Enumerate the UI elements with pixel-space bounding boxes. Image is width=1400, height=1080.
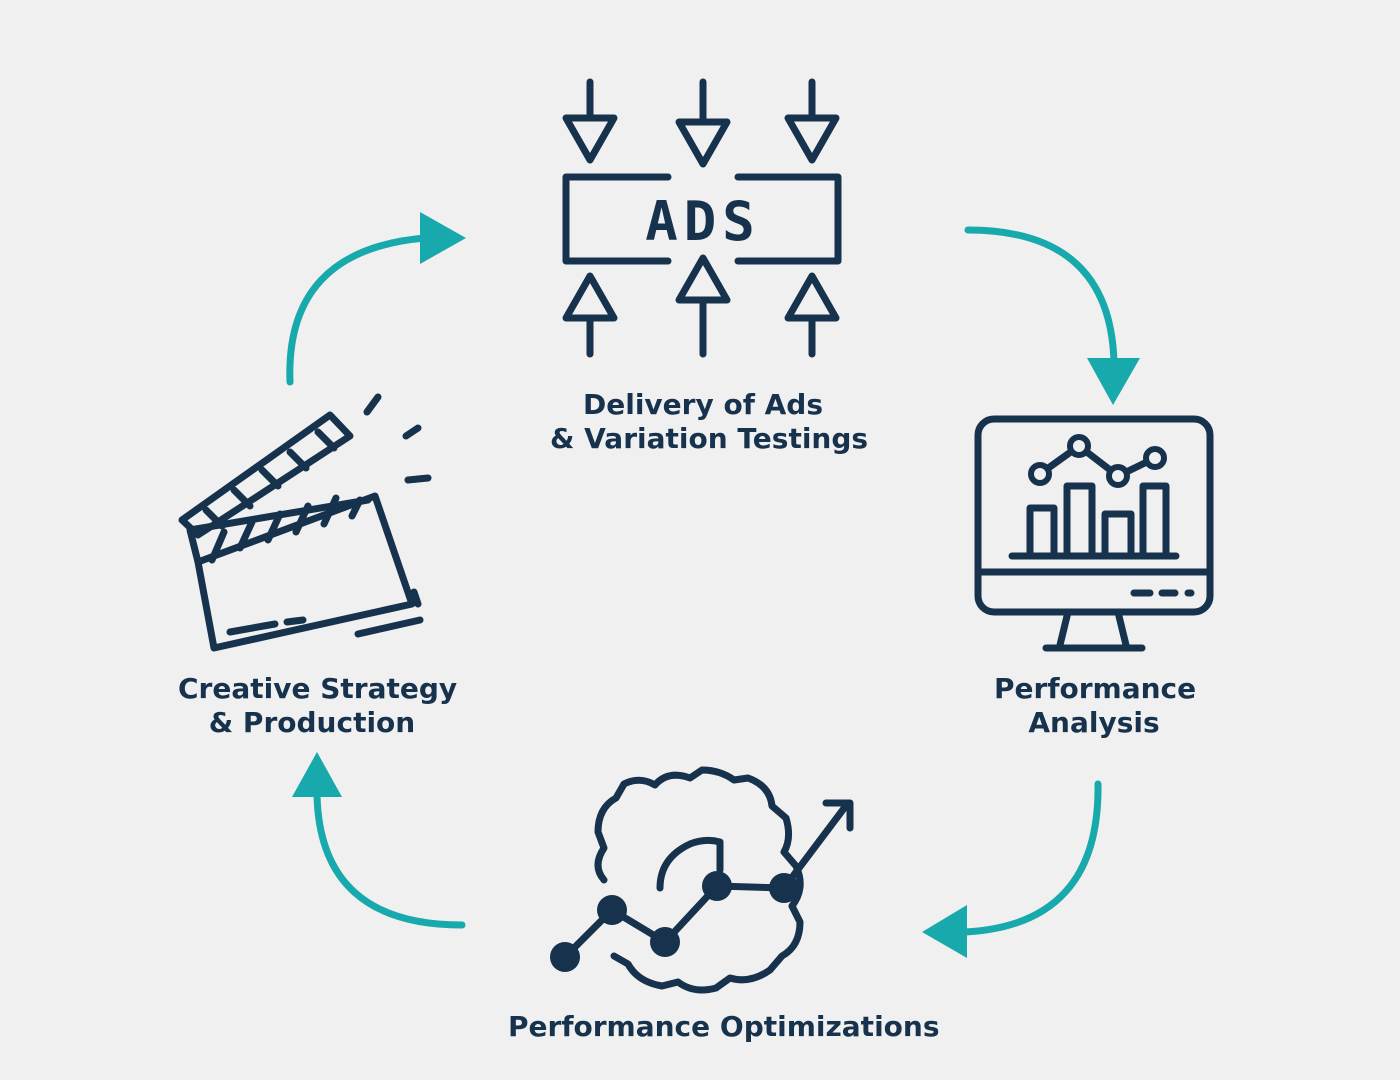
creative-label-line1: Creative Strategy bbox=[178, 672, 458, 705]
arrow-delivery-to-analysis bbox=[964, 226, 1140, 405]
creative-label: Creative Strategy & Production bbox=[178, 672, 458, 740]
optimization-label: Performance Optimizations bbox=[508, 1010, 940, 1044]
monitor-chart-icon bbox=[974, 415, 1214, 652]
ads-delivery-icon bbox=[562, 78, 842, 358]
arrow-creative-to-delivery bbox=[286, 212, 466, 386]
optimization-label-line1: Performance Optimizations bbox=[508, 1010, 940, 1043]
analysis-label-line2: Analysis bbox=[1028, 706, 1160, 739]
creative-label-line2: & Production bbox=[208, 706, 416, 739]
arrow-optimization-to-creative bbox=[292, 752, 466, 929]
analysis-label: Performance Analysis bbox=[994, 672, 1197, 740]
delivery-label-line1: Delivery of Ads bbox=[582, 388, 824, 421]
delivery-label: Delivery of Ads & Variation Testings bbox=[550, 388, 869, 456]
arrow-analysis-to-optimization bbox=[922, 780, 1102, 958]
gear-trend-icon bbox=[550, 766, 854, 994]
delivery-label-line2: & Variation Testings bbox=[550, 422, 869, 455]
ads-badge-text: ADS bbox=[645, 190, 761, 253]
clapperboard-icon bbox=[178, 393, 432, 652]
analysis-label-line1: Performance bbox=[994, 672, 1197, 705]
